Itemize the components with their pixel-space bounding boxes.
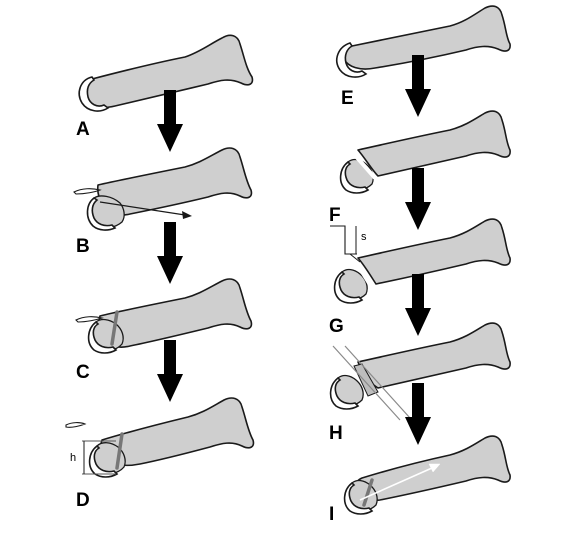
sequence-arrow-b-c (157, 222, 183, 284)
sequence-arrow-g-h (405, 274, 431, 336)
panel-a (78, 34, 254, 112)
sequence-arrow-f-g (405, 168, 431, 230)
height-label-d: h (70, 452, 76, 464)
sequence-arrow-a-b (157, 90, 183, 152)
panel-b (73, 147, 253, 231)
epiphysis-cap-a (78, 76, 110, 112)
panel-label-f: F (329, 205, 341, 226)
bone-shaft-f (357, 110, 511, 177)
epiphysis-cap-e (336, 42, 368, 78)
displacement-arrowhead-b (182, 211, 192, 219)
panel-label-e: E (341, 88, 354, 109)
bone-shaft-g (357, 218, 511, 285)
panel-label-h: H (329, 423, 343, 444)
bone-shaft-e (342, 5, 511, 70)
panel-label-c: C (76, 362, 90, 383)
panel-c (75, 278, 253, 354)
cut-line-g (354, 260, 374, 290)
cut-line-f (351, 151, 377, 180)
fixation-pin-d (115, 432, 124, 470)
displacement-vector-b (99, 201, 186, 216)
panel-label-g: G (329, 316, 344, 337)
epiphysis-rim-h (329, 376, 360, 410)
sequence-arrow-h-i (405, 383, 431, 445)
wedge-graft-h (353, 363, 379, 397)
panel-label-d: D (76, 490, 90, 511)
fixation-pin-i (362, 478, 374, 507)
shift-bracket-g (330, 225, 357, 255)
growth-vector-i (359, 467, 433, 501)
epiphysis-rim-c (87, 320, 118, 354)
panel-label-a: A (76, 119, 90, 140)
epiphysis-rim-i (343, 481, 374, 515)
detached-fragment-c (75, 316, 104, 323)
shift-tick-g (349, 253, 361, 263)
detached-fragment-d (65, 422, 87, 428)
sequence-arrow-e-f (405, 55, 431, 117)
sequence-arrow-c-d (157, 340, 183, 402)
panel-i (343, 435, 511, 515)
epiphysis-rim-d (88, 444, 119, 478)
shift-label-g: s (361, 231, 367, 243)
epiphysis-rim-b (86, 197, 117, 231)
panel-g (330, 218, 511, 304)
osteotomy-guide-1-h (332, 345, 401, 421)
panel-label-i: I (329, 504, 334, 525)
panel-h (329, 322, 511, 421)
epiphysis-rim-f (339, 160, 370, 194)
growth-arrowhead-i (428, 463, 441, 473)
osteotomy-guide-2-h (344, 345, 411, 419)
panel-label-b: B (76, 236, 90, 257)
panel-e (336, 5, 511, 78)
epiphysis-rim-g (333, 270, 364, 304)
detached-fragment-b (73, 188, 102, 195)
panel-f (339, 110, 511, 194)
bone-shaft-h (357, 322, 511, 389)
fixation-pin-c (110, 310, 119, 346)
panel-d (65, 397, 255, 478)
